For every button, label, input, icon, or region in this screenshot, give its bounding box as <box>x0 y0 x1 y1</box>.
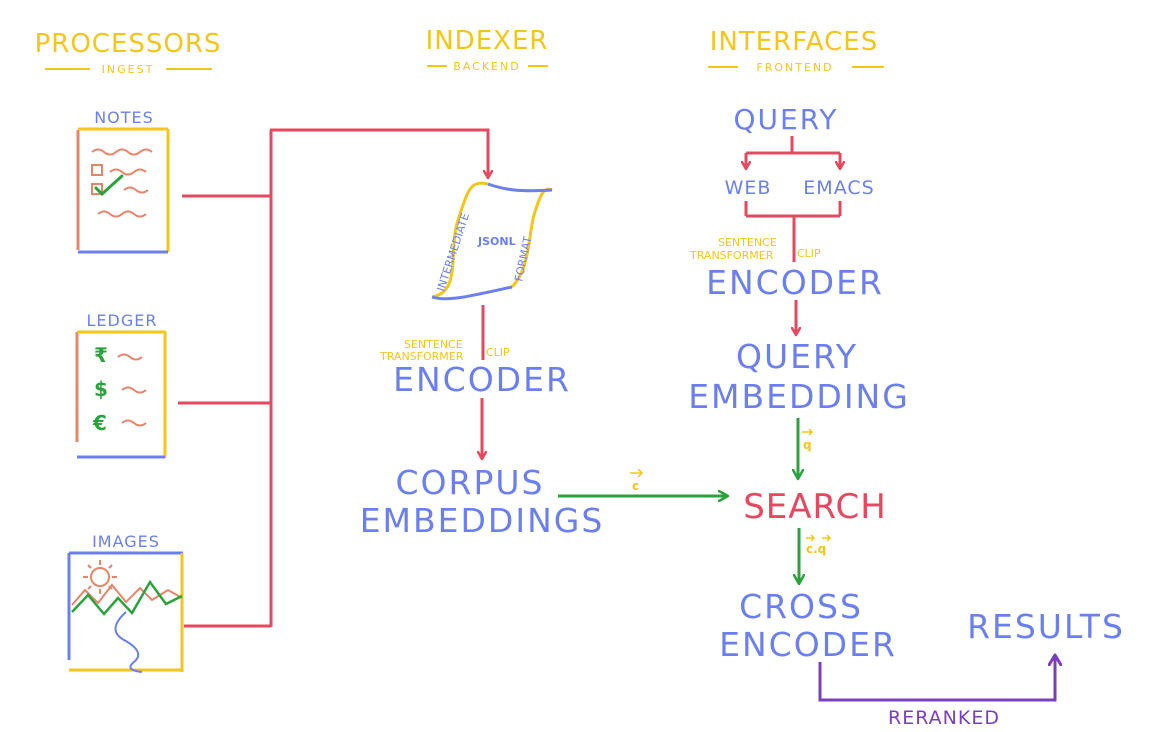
vector-q-label: q <box>803 438 812 452</box>
ledger-document: LEDGER ₹ $ € <box>75 311 167 459</box>
header-indexer-subtitle: BACKEND <box>453 60 520 73</box>
euro-symbol: € <box>92 411 107 435</box>
scroll-word-jsonl: JSONL <box>477 235 516 248</box>
corpus-embeddings-line2: EMBEDDINGS <box>360 501 605 540</box>
search-label: SEARCH <box>743 487 887 527</box>
query-model-transformer: TRANSFORMER <box>689 249 774 262</box>
rerank-arrow <box>818 656 1055 702</box>
notes-label: NOTES <box>94 108 154 127</box>
web-client-label: WEB <box>725 177 772 199</box>
indexer-model-clip: CLIP <box>486 346 510 359</box>
query-embedding-line1: QUERY <box>736 337 858 376</box>
results-label: RESULTS <box>967 607 1125 646</box>
query-embedding-line2: EMBEDDING <box>688 377 910 416</box>
header-interfaces-subtitle: FRONTEND <box>756 61 833 74</box>
vector-cq-label: c.q <box>806 542 826 556</box>
emacs-client-label: EMACS <box>803 177 874 199</box>
query-fork <box>746 136 840 168</box>
images-label: IMAGES <box>92 532 160 551</box>
ledger-label: LEDGER <box>87 311 158 330</box>
clients-merge <box>744 201 842 262</box>
images-document: IMAGES <box>67 532 184 673</box>
header-processors: PROCESSORS INGEST <box>35 29 222 76</box>
indexer-model-transformer: TRANSFORMER <box>379 350 464 363</box>
notes-document: NOTES <box>76 108 170 254</box>
header-indexer-title: INDEXER <box>426 26 549 56</box>
corpus-embeddings-line1: CORPUS <box>396 463 545 502</box>
query-model-clip: CLIP <box>797 247 821 260</box>
dollar-symbol: $ <box>94 377 108 401</box>
header-processors-title: PROCESSORS <box>35 29 222 59</box>
reranked-label: RERANKED <box>888 707 1000 729</box>
header-processors-subtitle: INGEST <box>102 63 155 76</box>
rupee-symbol: ₹ <box>94 343 108 367</box>
vector-q-arrow-icon <box>802 428 814 436</box>
header-interfaces-title: INTERFACES <box>710 27 878 57</box>
query-label: QUERY <box>734 103 839 136</box>
ingest-connectors <box>178 128 488 628</box>
header-indexer: INDEXER BACKEND <box>426 26 549 73</box>
cross-encoder-line1: CROSS <box>739 587 863 626</box>
indexer-model-sentence: SENTENCE <box>404 338 463 351</box>
jsonl-scroll: INTERMEDIATE JSONL FORMAT <box>431 181 553 301</box>
vector-c-arrow-icon <box>630 468 644 478</box>
indexer-encoder: ENCODER <box>393 360 571 399</box>
scroll-word-intermediate: INTERMEDIATE <box>434 212 471 293</box>
cross-encoder-line2: ENCODER <box>719 625 897 664</box>
query-model-sentence: SENTENCE <box>718 236 777 249</box>
header-interfaces: INTERFACES FRONTEND <box>708 27 884 74</box>
vector-cq-arrow-icon <box>806 534 832 542</box>
query-encoder: ENCODER <box>706 263 884 302</box>
vector-c-label: c <box>632 479 639 493</box>
sun-icon <box>83 560 117 594</box>
